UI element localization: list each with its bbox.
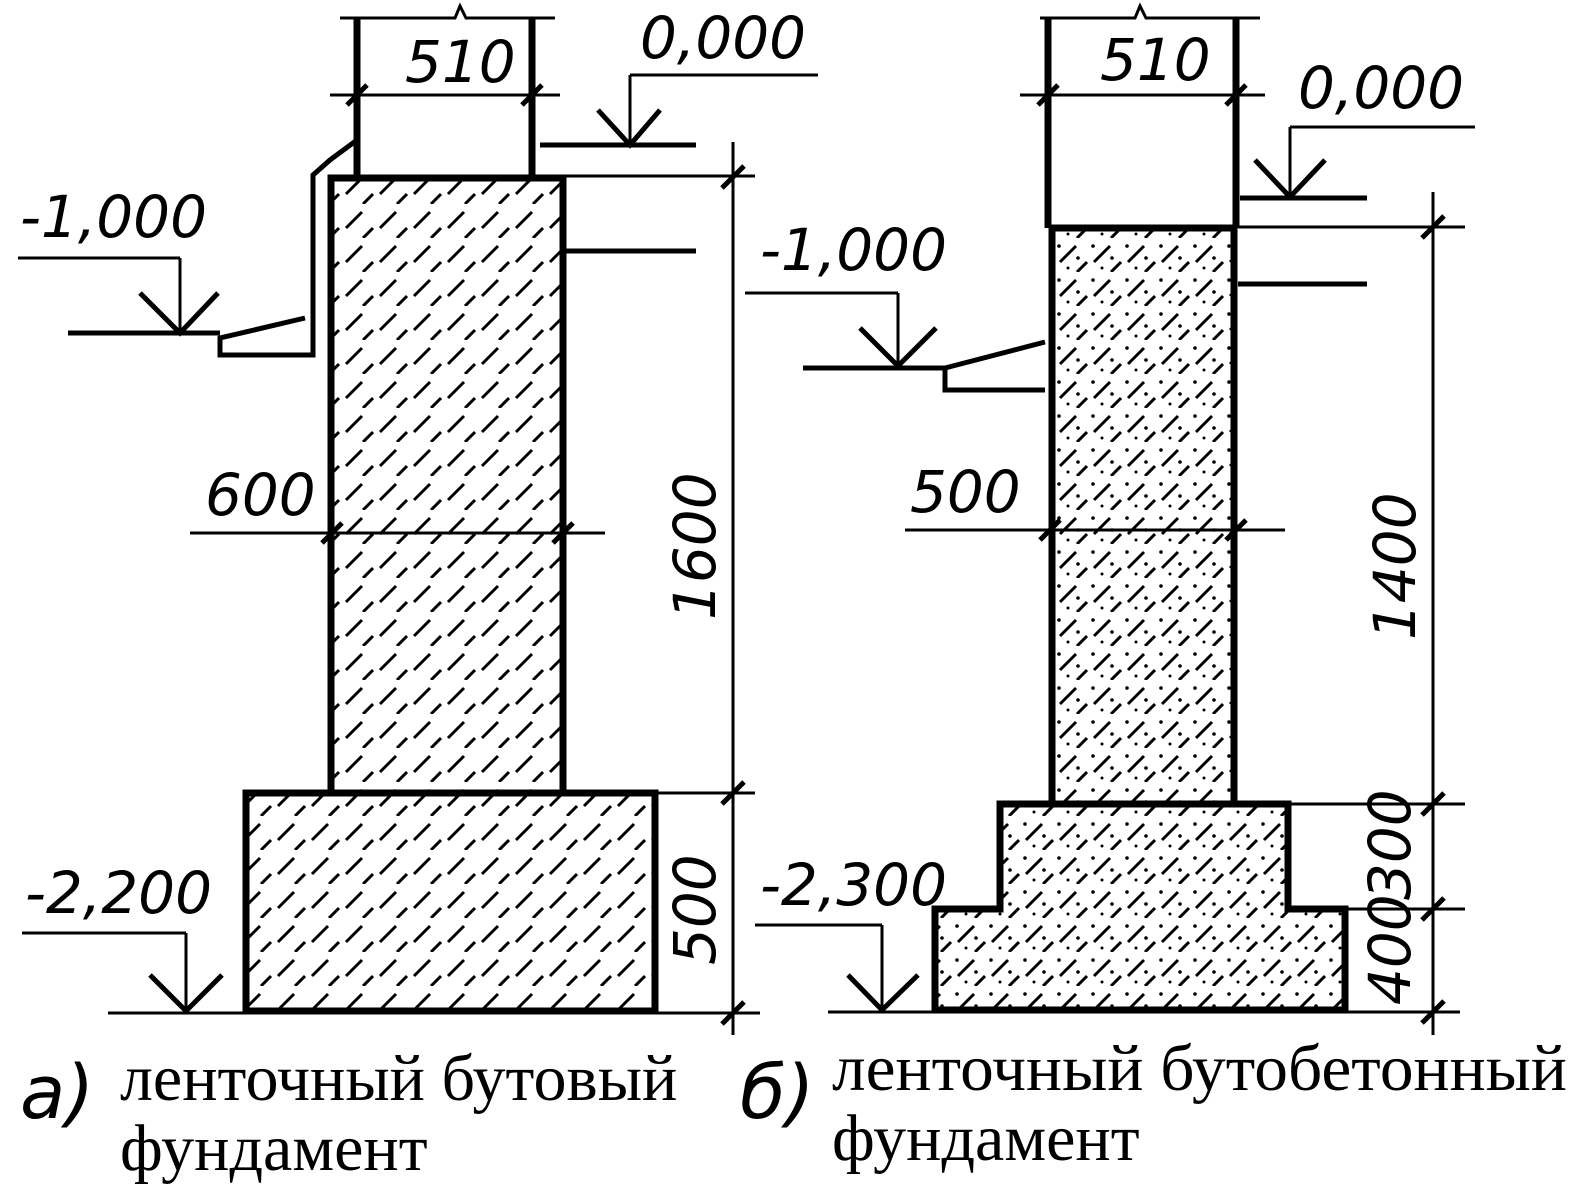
level-minus1-label-b: -1,000 <box>760 216 947 284</box>
mid-level-label-b: 500 <box>910 458 1021 526</box>
wall-b <box>1040 2 1260 228</box>
level-bottom-marker-a: -2,200 <box>22 859 760 1015</box>
foundation-wall-a <box>327 174 567 797</box>
caption-b: б) ленточный бутобетонный фундамент <box>740 1032 1567 1175</box>
level-bottom-marker-b: -2,300 <box>755 851 1460 1014</box>
height-step2-label-b: 400 <box>1356 894 1424 1005</box>
level-minus1-label-a: -1,000 <box>20 183 207 251</box>
level-zero-label-a: 0,000 <box>640 4 806 72</box>
level-zero-marker-a: 0,000 <box>540 4 818 149</box>
height-step1-label-b: 300 <box>1356 789 1424 900</box>
caption-a: а) ленточный бутовый фундамент <box>20 1042 677 1185</box>
footing-b <box>931 800 1349 1014</box>
wall-width-dimension-b: 510 <box>1020 26 1265 107</box>
level-minus1-marker-a: -1,000 <box>18 183 220 337</box>
level-bottom-label-a: -2,200 <box>25 859 212 927</box>
caption-letter-a: а) <box>20 1050 94 1136</box>
wall-width-label-b: 510 <box>1100 26 1211 94</box>
caption-line2-a: фундамент <box>120 1112 428 1185</box>
height-upper-label-a: 1600 <box>661 472 729 620</box>
height-dimension-b: 1400 300 400 <box>1238 192 1465 1035</box>
caption-line1-a: ленточный бутовый <box>120 1042 677 1115</box>
height-dimension-a: 1600 500 <box>565 142 755 1035</box>
level-minus1-marker-b: -1,000 <box>745 216 947 370</box>
caption-line1-b: ленточный бутобетонный <box>832 1032 1567 1105</box>
diagram-b: 510 0,000 500 -1,000 <box>740 2 1567 1175</box>
level-zero-marker-b: 0,000 <box>1240 54 1475 201</box>
height-upper-label-b: 1400 <box>1361 492 1429 640</box>
foundation-wall-b <box>1048 224 1238 808</box>
height-footing-label-a: 500 <box>661 854 729 965</box>
footing-a <box>242 789 659 1015</box>
caption-letter-b: б) <box>740 1050 815 1136</box>
level-zero-label-b: 0,000 <box>1298 54 1464 122</box>
mid-level-label-a: 600 <box>205 461 316 529</box>
caption-line2-b: фундамент <box>832 1102 1140 1175</box>
diagram-a: 510 0,000 600 -1,000 <box>18 2 818 1185</box>
level-bottom-label-b: -2,300 <box>760 851 947 919</box>
wall-width-label-a: 510 <box>405 28 516 96</box>
wall-width-dimension-a: 510 <box>330 28 560 107</box>
